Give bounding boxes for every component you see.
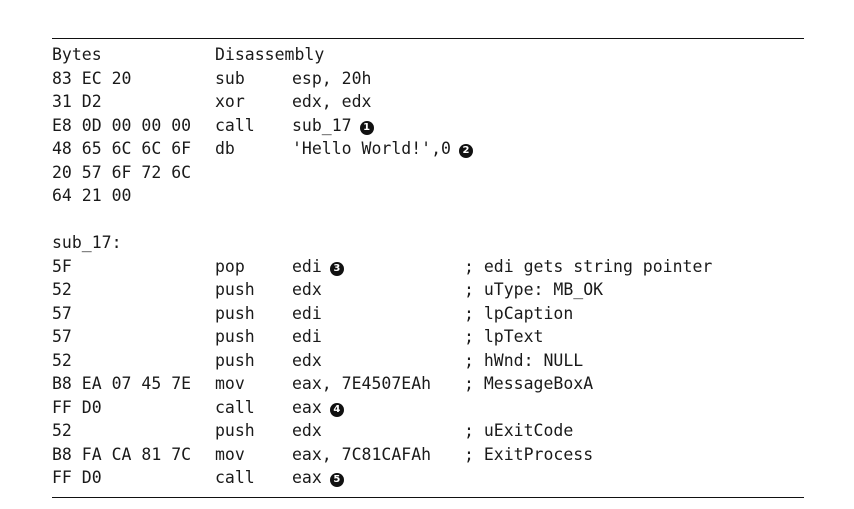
listing-row: 48 65 6C 6C 6F db 'Hello World!',0 2 [52, 137, 804, 161]
mnemonic-cell: sub [215, 68, 245, 88]
bytes-cell: FF D0 [52, 468, 102, 487]
comment-cell: ; lpCaption [464, 303, 574, 323]
operands-cell: edx [292, 419, 322, 443]
operands-cell: eax, 7C81CAFAh [292, 443, 431, 467]
operands-cell: edx [292, 349, 322, 373]
operands-cell: edi [292, 325, 322, 349]
listing-row: 57 push edi ; lpText [52, 325, 804, 349]
comment-cell: ; lpText [464, 327, 544, 346]
callout-marker-icon: 5 [329, 473, 344, 487]
bytes-cell: B8 FA CA 81 7C [52, 444, 192, 464]
bottom-rule [52, 497, 804, 498]
comment-cell: ; ExitProcess [464, 444, 594, 464]
bytes-cell: 57 [52, 327, 72, 346]
top-rule [52, 38, 804, 39]
bytes-cell: 48 65 6C 6C 6F [52, 139, 192, 158]
bytes-cell: 52 [52, 421, 72, 440]
listing-row: sub_17: [52, 231, 804, 255]
mnemonic-cell: call [215, 397, 255, 417]
operands-cell: 'Hello World!',0 2 [292, 137, 473, 161]
operands-text: edi [292, 327, 322, 346]
operands-text: edx [292, 421, 322, 440]
operands-cell: edi 3 [292, 255, 344, 279]
operands-text: eax [292, 468, 322, 487]
listing-row: 52 push edx ; hWnd: NULL [52, 349, 804, 373]
listing-row [52, 208, 804, 232]
operands-text: edx [292, 280, 322, 299]
label-text: sub_17: [52, 233, 122, 252]
operands-text: edx [292, 350, 322, 370]
listing-row: 52 push edx ; uType: MB_OK [52, 278, 804, 302]
bytes-column-header: Bytes [52, 45, 102, 64]
mnemonic-cell: call [215, 468, 255, 487]
listing-row: FF D0 call eax 4 [52, 396, 804, 420]
operands-text: eax, 7E4507EAh [292, 374, 432, 393]
bytes-cell: 52 [52, 350, 72, 370]
bytes-cell: E8 0D 00 00 00 [52, 115, 192, 135]
comment-cell: ; uType: MB_OK [464, 280, 604, 299]
listing-row: 57 push edi ; lpCaption [52, 302, 804, 326]
mnemonic-cell: pop [215, 256, 245, 276]
listing-row: 5F pop edi 3 ; edi gets string pointer [52, 255, 804, 279]
bytes-cell: 5F [52, 256, 72, 276]
bytes-cell: 64 21 00 [52, 186, 132, 205]
bytes-cell: 20 57 6F 72 6C [52, 162, 192, 182]
bytes-cell: 52 [52, 280, 72, 299]
bytes-cell: B8 EA 07 45 7E [52, 374, 192, 393]
comment-cell: ; hWnd: NULL [464, 350, 584, 370]
mnemonic-cell: push [215, 327, 255, 346]
comment-cell: ; uExitCode [464, 421, 574, 440]
listing-row: 52 push edx ; uExitCode [52, 419, 804, 443]
operands-text: edi [292, 256, 322, 276]
operands-cell: eax 5 [292, 466, 344, 490]
operands-text: eax [292, 397, 322, 417]
callout-marker-icon: 1 [359, 120, 374, 135]
callout-marker-icon: 2 [458, 144, 473, 158]
listing-row: 83 EC 20 sub esp, 20h [52, 67, 804, 91]
operands-cell: sub_17 1 [292, 114, 374, 138]
listing-row: B8 FA CA 81 7C mov eax, 7C81CAFAh ; ExitPro… [52, 443, 804, 467]
operands-text: esp, 20h [292, 68, 372, 88]
mnemonic-cell: push [215, 350, 255, 370]
listing-row: 64 21 00 [52, 184, 804, 208]
mnemonic-cell: xor [215, 92, 245, 111]
mnemonic-cell: push [215, 280, 255, 299]
mnemonic-cell: call [215, 115, 255, 135]
mnemonic-cell: mov [215, 444, 245, 464]
mnemonic-cell: push [215, 303, 255, 323]
operands-text: sub_17 [292, 115, 352, 135]
mnemonic-cell: db [215, 139, 235, 158]
bytes-cell: 83 EC 20 [52, 68, 132, 88]
listing-row: E8 0D 00 00 00 call sub_17 1 [52, 114, 804, 138]
bytes-cell: 57 [52, 303, 72, 323]
bytes-cell: 31 D2 [52, 92, 102, 111]
operands-text: edx, edx [292, 92, 372, 111]
listing-rows: 83 EC 20 sub esp, 20h 31 D2 xor edx, edx E8 0D… [52, 67, 804, 490]
operands-text: eax, 7C81CAFAh [292, 444, 432, 464]
operands-cell: edx [292, 278, 322, 302]
listing-row: B8 EA 07 45 7E mov eax, 7E4507EAh ; Message… [52, 372, 804, 396]
header-row: Bytes Disassembly [52, 43, 804, 67]
callout-marker-icon: 4 [329, 402, 344, 417]
bytes-cell: FF D0 [52, 397, 102, 417]
mnemonic-cell: push [215, 421, 255, 440]
listing-row: FF D0 call eax 5 [52, 466, 804, 490]
operands-cell: eax, 7E4507EAh [292, 372, 431, 396]
callout-marker-icon: 3 [329, 261, 344, 276]
operands-cell: eax 4 [292, 396, 344, 420]
mnemonic-cell: mov [215, 374, 245, 393]
listing-row: 20 57 6F 72 6C [52, 161, 804, 185]
operands-text: 'Hello World!',0 [292, 139, 451, 158]
listing-row: 31 D2 xor edx, edx [52, 90, 804, 114]
disassembly-column-header: Disassembly [215, 45, 325, 64]
operands-cell: esp, 20h [292, 67, 371, 91]
operands-cell: edx, edx [292, 90, 371, 114]
comment-cell: ; edi gets string pointer [464, 256, 713, 276]
operands-cell: edi [292, 302, 322, 326]
operands-text: edi [292, 303, 322, 323]
comment-cell: ; MessageBoxA [464, 374, 594, 393]
